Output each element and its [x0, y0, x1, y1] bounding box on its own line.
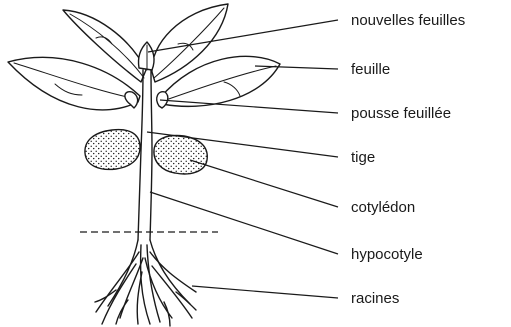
- leader-racines: [192, 286, 338, 298]
- label-nouvelles-feuilles: nouvelles feuilles: [351, 12, 465, 29]
- leader-hypocotyle: [150, 192, 338, 254]
- label-hypocotyle: hypocotyle: [351, 246, 423, 263]
- labels: nouvelles feuilles feuille pousse feuill…: [351, 12, 465, 307]
- label-racines: racines: [351, 290, 399, 307]
- new-leaves-bud: [138, 42, 154, 70]
- label-cotyledon: cotylédon: [351, 199, 415, 216]
- roots: [95, 240, 196, 326]
- label-tige: tige: [351, 149, 375, 166]
- label-feuille: feuille: [351, 61, 390, 78]
- cotyledons: [85, 130, 207, 174]
- leader-cotyledon: [190, 160, 338, 207]
- plant-drawing: [8, 4, 280, 326]
- label-pousse-feuillee: pousse feuillée: [351, 105, 451, 122]
